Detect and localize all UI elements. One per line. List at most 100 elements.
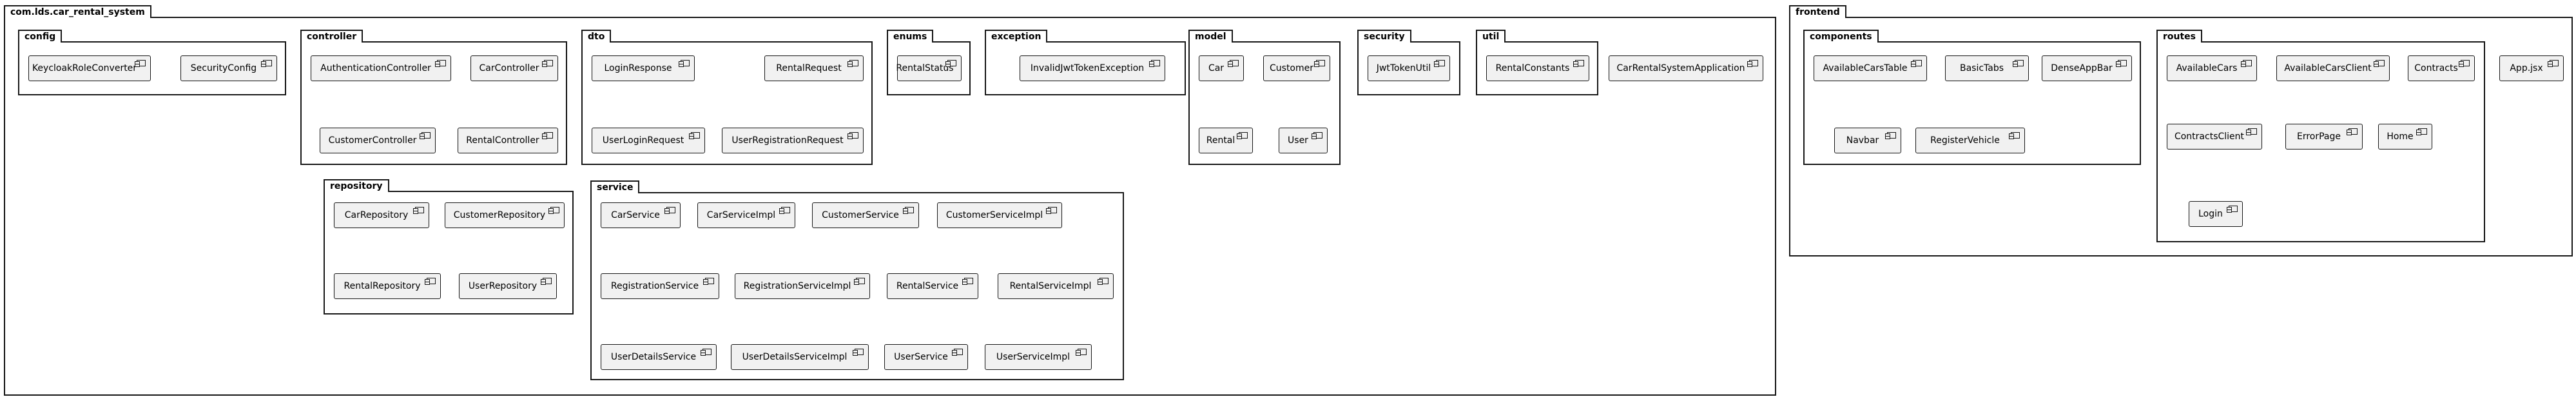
component-icon bbox=[1312, 132, 1322, 139]
component-icon bbox=[952, 349, 963, 356]
package-label: util bbox=[1476, 30, 1506, 43]
component-icon bbox=[854, 278, 865, 285]
component-label: Home bbox=[2387, 131, 2414, 142]
package-label: enums bbox=[887, 30, 934, 43]
component-label: UserService bbox=[894, 352, 948, 362]
component-label: Login bbox=[2198, 209, 2223, 219]
component-car: Car bbox=[1199, 55, 1244, 81]
component-label: User bbox=[1288, 135, 1308, 146]
component-icon bbox=[962, 278, 973, 285]
component-icon bbox=[542, 60, 553, 67]
component-user-registration-request: UserRegistrationRequest bbox=[722, 128, 864, 153]
component-label: CarService bbox=[611, 210, 660, 220]
component-label: RegistrationServiceImpl bbox=[743, 281, 851, 291]
component-icon bbox=[1434, 60, 1445, 67]
component-icon bbox=[2241, 60, 2252, 67]
component-label: RegisterVehicle bbox=[1930, 135, 2000, 146]
component-customer-service: CustomerService bbox=[812, 202, 919, 228]
component-customer-controller: CustomerController bbox=[320, 128, 436, 153]
component-icon bbox=[853, 349, 864, 356]
component-label: AvailableCarsClient bbox=[2284, 63, 2372, 73]
component-label: CarController bbox=[479, 63, 539, 73]
package-label: security bbox=[1357, 30, 1411, 43]
component-label: CarRentalSystemApplication bbox=[1616, 63, 1745, 73]
component-customer: Customer bbox=[1263, 55, 1330, 81]
component-icon bbox=[1149, 60, 1160, 67]
component-label: RentalStatus bbox=[896, 63, 954, 73]
component-dense-app-bar: DenseAppBar bbox=[2042, 55, 2132, 81]
component-label: RentalRequest bbox=[776, 63, 842, 73]
component-icon bbox=[135, 60, 146, 67]
component-label: CustomerController bbox=[328, 135, 417, 146]
component-authentication-controller: AuthenticationController bbox=[311, 55, 451, 81]
component-label: UserDetailsService bbox=[610, 352, 697, 362]
component-icon bbox=[689, 132, 700, 139]
component-icon bbox=[1911, 60, 1922, 67]
component-rental: Rental bbox=[1199, 128, 1253, 153]
component-rental-service: RentalService bbox=[887, 273, 978, 299]
component-icon bbox=[2374, 60, 2385, 67]
component-car-repository: CarRepository bbox=[334, 202, 429, 228]
component-icon bbox=[1046, 207, 1057, 214]
component-home: Home bbox=[2378, 124, 2432, 150]
component-label: UserRepository bbox=[468, 281, 537, 291]
component-icon bbox=[548, 207, 559, 214]
component-user-details-service: UserDetailsService bbox=[601, 344, 717, 370]
component-invalid-jwt-token-exception: InvalidJwtTokenException bbox=[1020, 55, 1165, 81]
component-contracts-client: ContractsClient bbox=[2167, 124, 2262, 150]
component-label: RentalService bbox=[896, 281, 959, 291]
component-label: RentalServiceImpl bbox=[1009, 281, 1092, 291]
component-icon bbox=[2347, 128, 2358, 135]
component-label: UserServiceImpl bbox=[996, 352, 1070, 362]
component-label: UserLoginRequest bbox=[602, 135, 684, 146]
component-icon bbox=[425, 278, 436, 285]
component-icon bbox=[1237, 132, 1248, 139]
component-customer-repository: CustomerRepository bbox=[445, 202, 565, 228]
component-car-service: CarService bbox=[601, 202, 681, 228]
component-icon bbox=[2416, 128, 2427, 135]
component-login: Login bbox=[2189, 201, 2243, 227]
component-label: CarRepository bbox=[344, 210, 409, 220]
component-navbar: Navbar bbox=[1834, 128, 1901, 153]
component-user-repository: UserRepository bbox=[459, 273, 557, 299]
component-label: CarServiceImpl bbox=[706, 210, 776, 220]
component-icon bbox=[679, 60, 690, 67]
component-contracts: Contracts bbox=[2408, 55, 2475, 81]
component-icon bbox=[903, 207, 914, 214]
component-label: RegistrationService bbox=[610, 281, 699, 291]
package-label: model bbox=[1188, 30, 1233, 43]
component-label: KeycloakRoleConverter bbox=[32, 63, 137, 73]
component-label: Contracts bbox=[2414, 63, 2458, 73]
component-rental-service-impl: RentalServiceImpl bbox=[998, 273, 1114, 299]
component-icon bbox=[1573, 60, 1584, 67]
component-security-config: SecurityConfig bbox=[180, 55, 277, 81]
component-label: AvailableCarsTable bbox=[1823, 63, 1908, 73]
component-label: ErrorPage bbox=[2296, 131, 2341, 142]
component-label: RentalConstants bbox=[1495, 63, 1570, 73]
component-icon bbox=[2013, 60, 2024, 67]
package-label: dto bbox=[581, 30, 612, 43]
component-icon bbox=[701, 349, 712, 356]
component-keycloak-role-converter: KeycloakRoleConverter bbox=[28, 55, 151, 81]
component-user-details-service-impl: UserDetailsServiceImpl bbox=[731, 344, 869, 370]
component-icon bbox=[435, 60, 446, 67]
component-icon bbox=[261, 60, 272, 67]
component-registration-service-impl: RegistrationServiceImpl bbox=[735, 273, 870, 299]
component-car-controller: CarController bbox=[470, 55, 558, 81]
component-icon bbox=[413, 207, 424, 214]
component-icon bbox=[847, 132, 858, 139]
component-jwt-token-util: JwtTokenUtil bbox=[1368, 55, 1450, 81]
component-label: Rental bbox=[1206, 135, 1235, 146]
component-icon bbox=[1747, 60, 1758, 67]
component-icon bbox=[2009, 132, 2020, 139]
package-label: repository bbox=[324, 179, 389, 192]
package-label: config bbox=[18, 30, 63, 43]
component-label: RentalController bbox=[466, 135, 539, 146]
component-icon bbox=[847, 60, 858, 67]
component-label: InvalidJwtTokenException bbox=[1030, 63, 1145, 73]
component-icon bbox=[2116, 60, 2127, 67]
component-rental-controller: RentalController bbox=[458, 128, 558, 153]
component-label: UserRegistrationRequest bbox=[731, 135, 844, 146]
component-label: RentalRepository bbox=[344, 281, 421, 291]
component-icon bbox=[542, 132, 553, 139]
